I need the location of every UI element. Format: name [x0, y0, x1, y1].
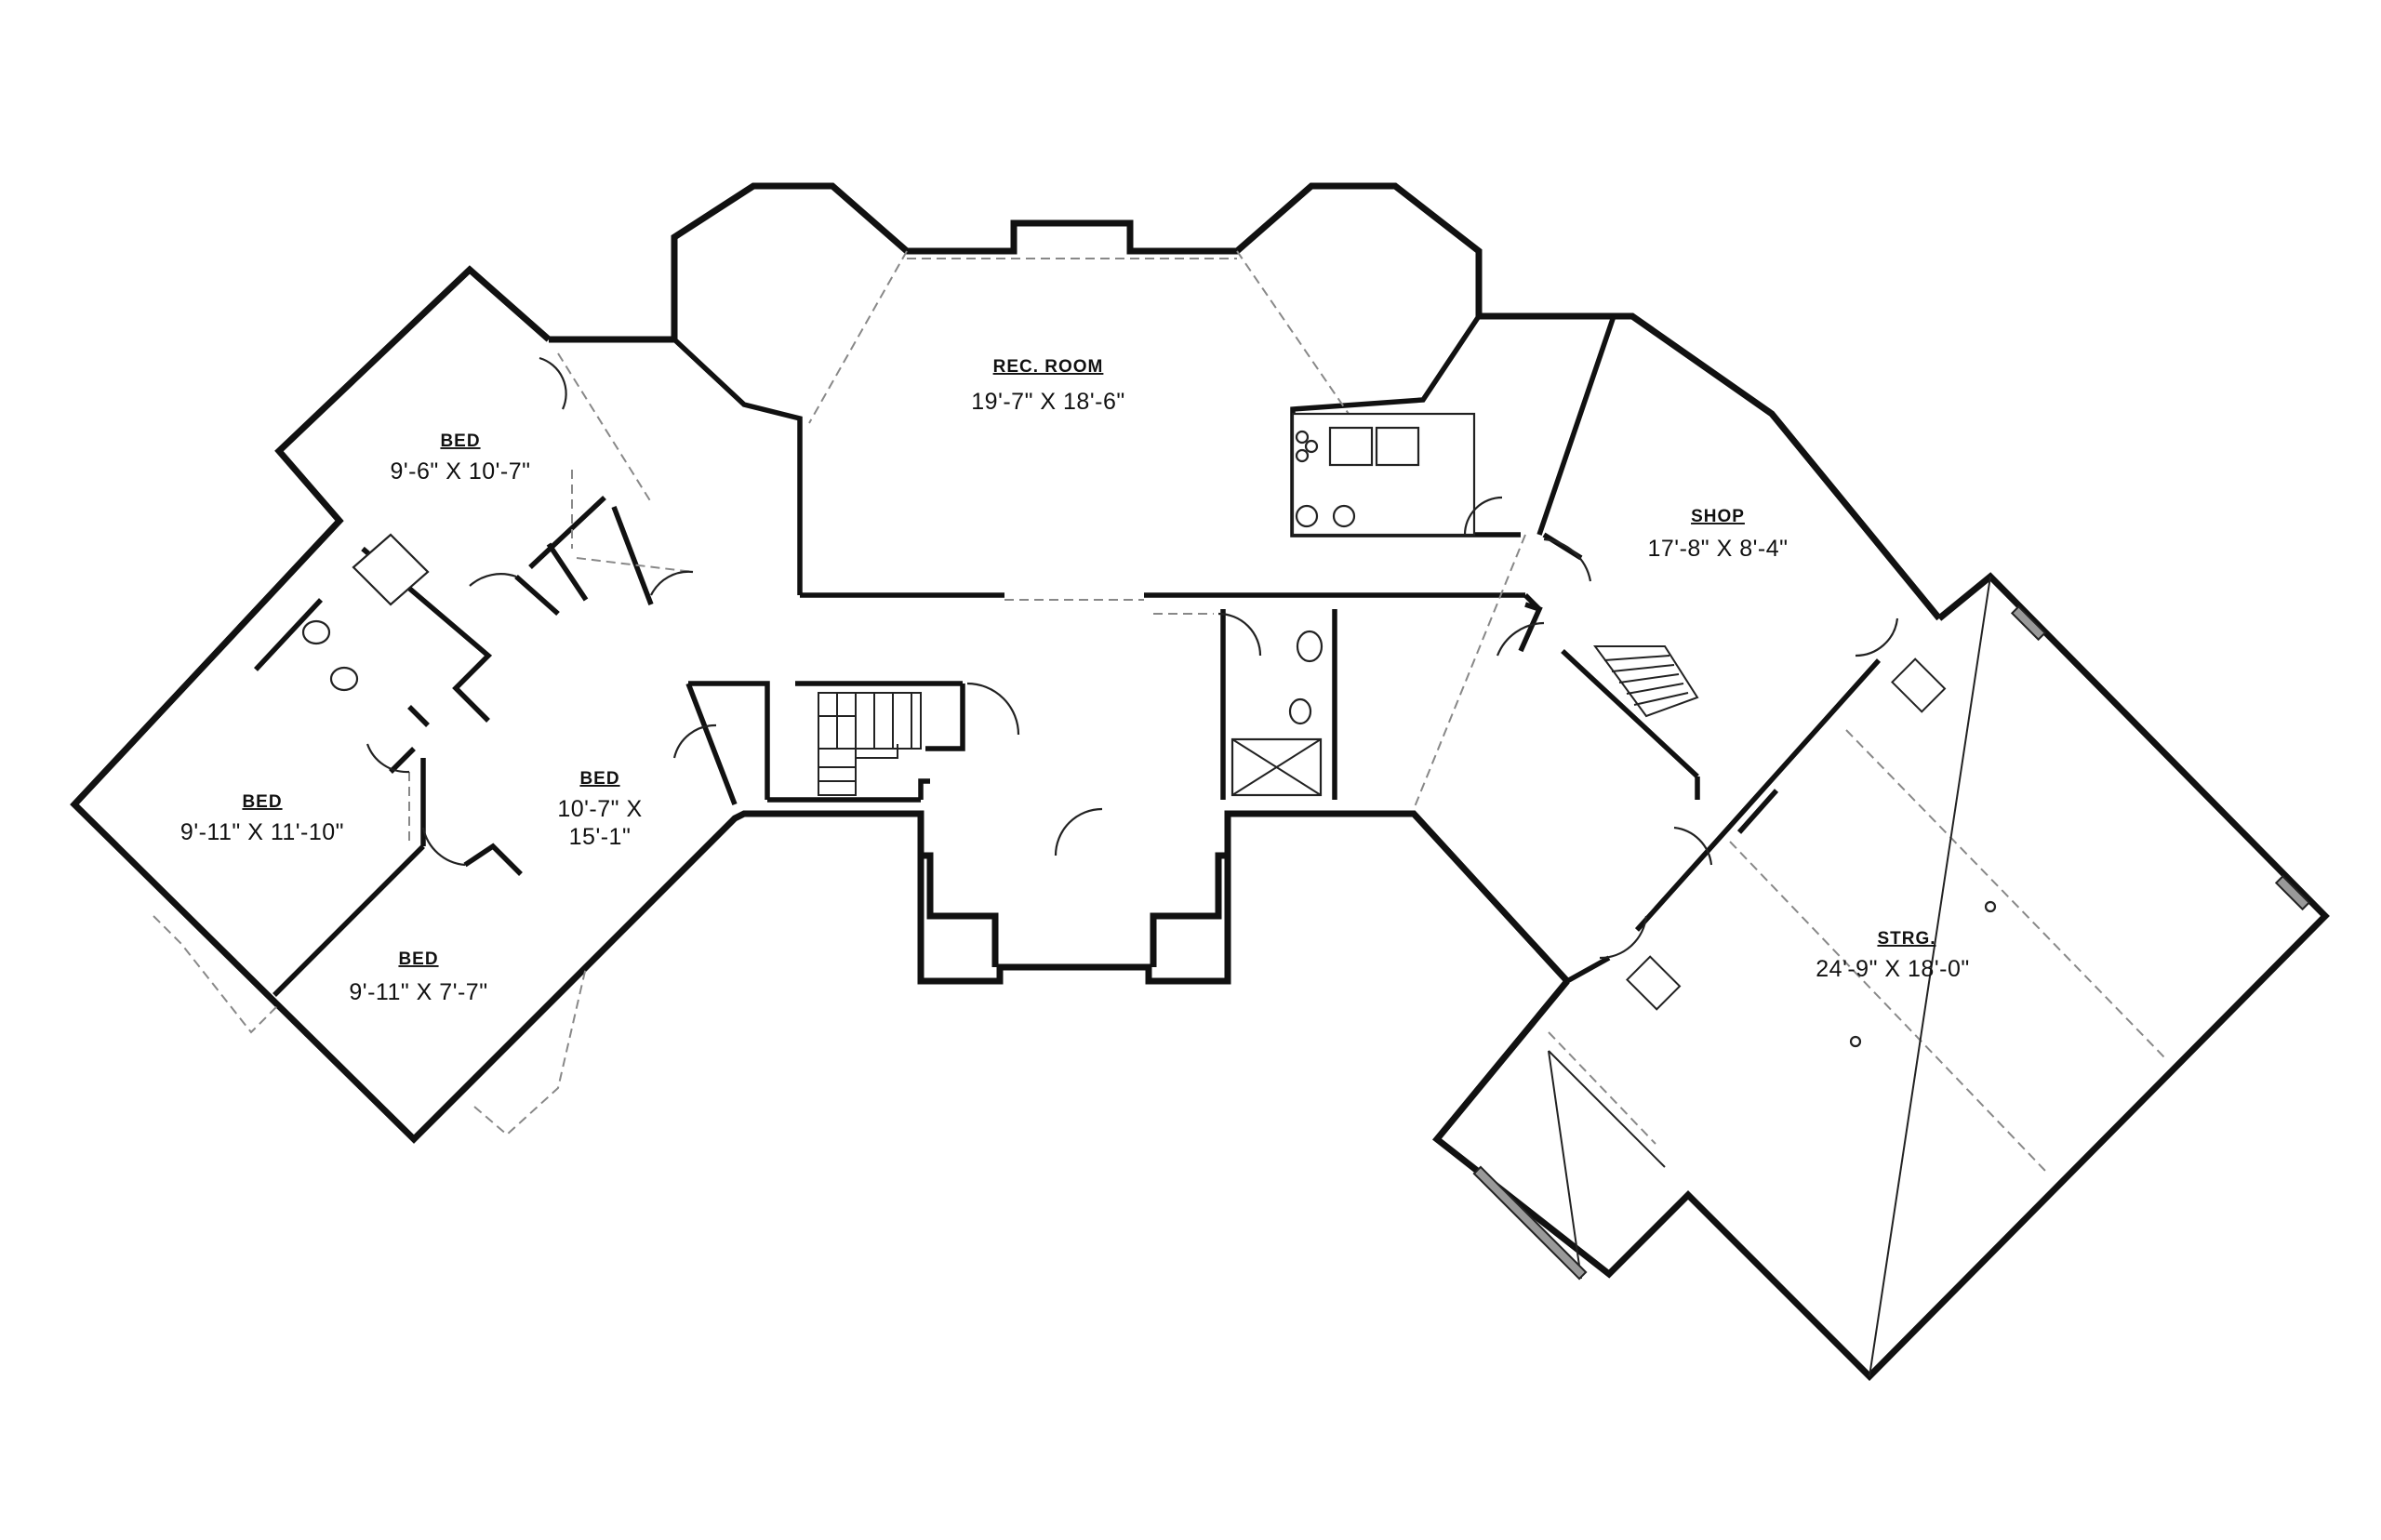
post-marker: [1984, 900, 1997, 913]
bed-sw-name: BED: [398, 949, 438, 969]
shop-dims: 17'-8" X 8'-4": [1647, 536, 1788, 562]
bed-w-name: BED: [242, 792, 282, 812]
room-labels: REC. ROOM 19'-7" X 18'-6" BED 9'-6" X 10…: [180, 357, 1969, 1005]
storage-diagonals: [1548, 576, 1991, 1377]
bed-center-dims-1: 10'-7" X: [557, 796, 642, 822]
stairs-center: [818, 692, 922, 796]
exterior-walls: [70, 182, 2330, 1381]
bed-nw-name: BED: [440, 431, 480, 451]
bed-center-name: BED: [579, 769, 619, 789]
rec-room-dims: 19'-7" X 18'-6": [971, 389, 1124, 415]
shop-name: SHOP: [1691, 507, 1745, 526]
dashed-lines: [153, 250, 2168, 1173]
doors: [366, 356, 1899, 960]
storage-name: STRG.: [1877, 929, 1935, 949]
windows: [1472, 604, 2311, 1281]
fixtures: [301, 412, 1476, 797]
bed-sw-dims: 9'-11" X 7'-7": [349, 979, 487, 1005]
bed-nw-dims: 9'-6" X 10'-7": [390, 458, 530, 485]
storage-dims: 24'-9" X 18'-0": [1816, 956, 1969, 982]
interior-walls: [253, 314, 1882, 997]
post-marker: [1849, 1035, 1862, 1048]
rec-room-name: REC. ROOM: [993, 357, 1104, 377]
bed-w-dims: 9'-11" X 11'-10": [180, 819, 344, 845]
bed-center-dims-2: 15'-1": [569, 824, 632, 850]
stairs-shop: [1593, 645, 1699, 718]
